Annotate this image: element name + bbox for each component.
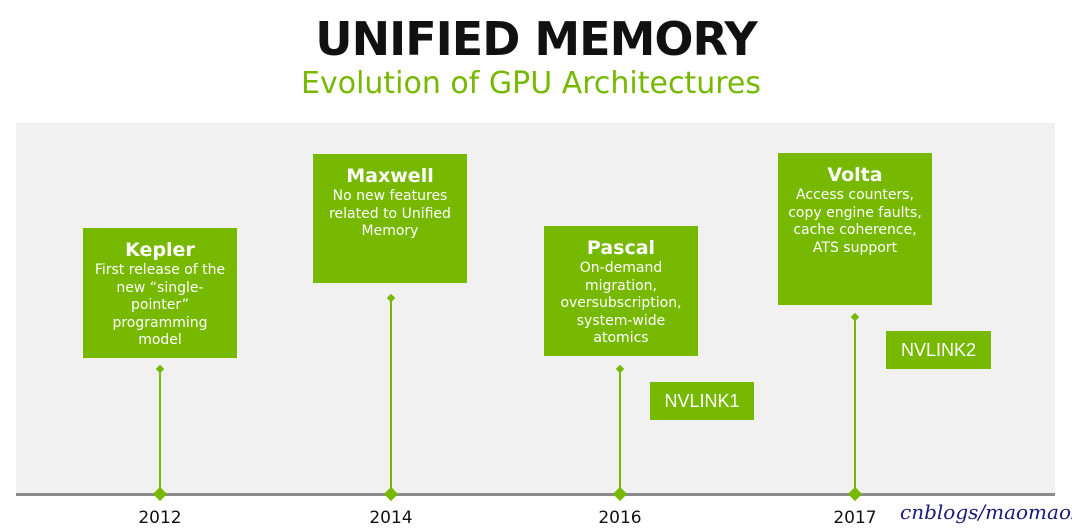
- year-label: 2016: [598, 508, 642, 528]
- volta-box: Volta Access counters, copy engine fault…: [778, 153, 932, 305]
- pascal-box: Pascal On-demand migration, oversubscrip…: [544, 226, 698, 356]
- year-label: 2012: [138, 508, 182, 528]
- nvlink1-box: NVLINK1: [650, 382, 754, 420]
- nvlink2-box: NVLINK2: [886, 331, 991, 369]
- kepler-stem: [159, 369, 161, 494]
- arch-name: Pascal: [586, 237, 656, 259]
- arch-description: Access counters, copy engine faults, cac…: [788, 187, 922, 256]
- slide-title: UNIFIED MEMORY: [315, 12, 757, 66]
- arch-description: On-demand migration, oversubscription, s…: [560, 260, 682, 346]
- maxwell-stem: [390, 298, 392, 494]
- arch-name: Kepler: [125, 239, 195, 261]
- arch-name: Volta: [827, 164, 883, 186]
- timeline-axis: [16, 493, 1055, 496]
- year-label: 2017: [833, 508, 877, 528]
- watermark: cnblogs/maomaozi: [900, 500, 1072, 524]
- arch-description: First release of the new “single-pointer…: [94, 262, 226, 348]
- volta-stem: [854, 317, 856, 494]
- pascal-stem: [619, 369, 621, 494]
- arch-description: No new features related to Unified Memor…: [329, 188, 451, 239]
- arch-name: Maxwell: [346, 165, 434, 187]
- maxwell-box: Maxwell No new features related to Unifi…: [313, 154, 467, 283]
- kepler-box: Kepler First release of the new “single-…: [83, 228, 237, 358]
- slide-subtitle: Evolution of GPU Architectures: [301, 66, 761, 101]
- year-label: 2014: [369, 508, 413, 528]
